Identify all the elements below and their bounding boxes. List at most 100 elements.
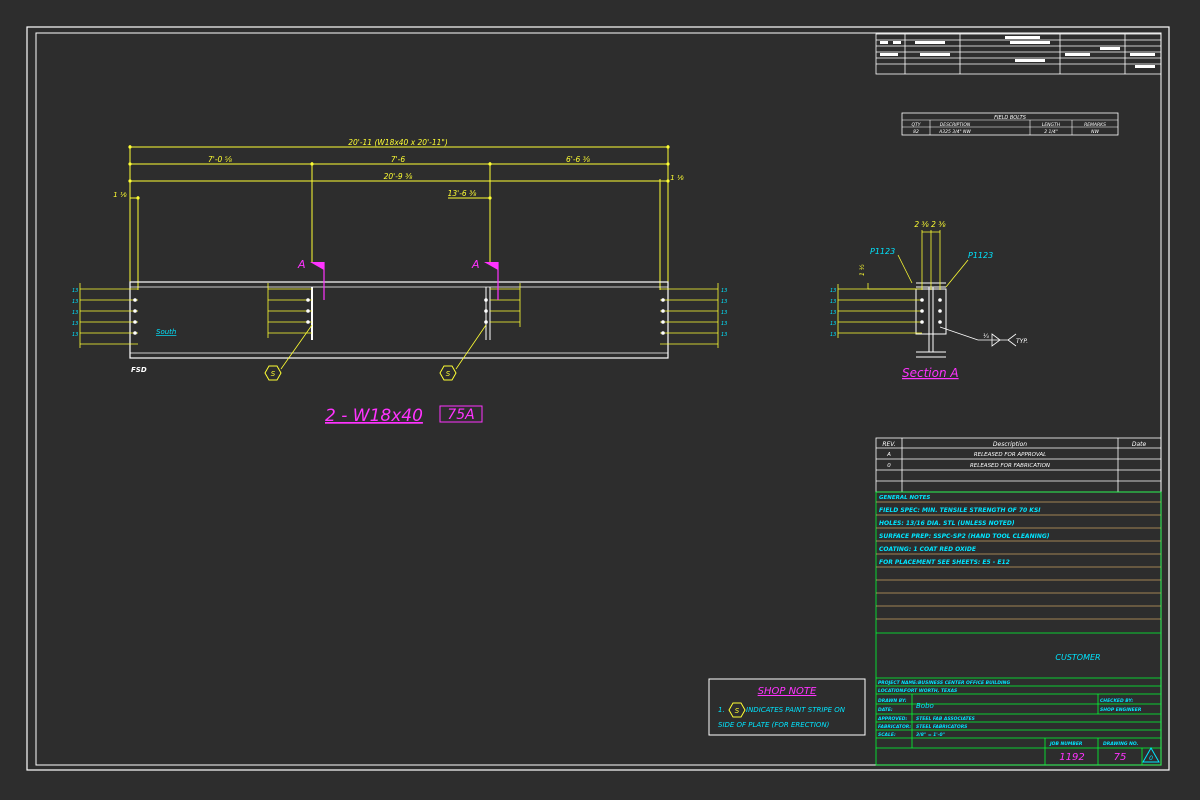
shop-note-number: 1.: [718, 706, 725, 714]
section-a-hole-tags: 13 13 13 13 13: [830, 288, 836, 338]
fabricator-label: FABRICATOR:: [878, 724, 911, 730]
section-a-holes: [920, 298, 942, 324]
svg-text:13: 13: [830, 288, 836, 294]
customer: CUSTOMER: [1055, 653, 1100, 662]
weld-size: ¹⁄₄: [983, 333, 989, 340]
south-label: South: [156, 328, 176, 336]
svg-text:13: 13: [830, 321, 836, 327]
paint-mark-2: S: [439, 324, 487, 381]
hole-tags-right: 13 13 13 13 13: [721, 288, 727, 338]
shop-note-mark: S: [735, 707, 740, 715]
rev-triangle: 0: [1142, 746, 1160, 763]
rev-h-rev: REV.: [882, 441, 895, 448]
weld-symbol: [939, 326, 1017, 347]
section-dim-side: 1 ¹⁄₂: [859, 264, 866, 276]
section-cut-2: A: [471, 258, 499, 300]
project-name: BUSINESS CENTER OFFICE BUILDING: [918, 680, 1010, 686]
fb-r-len: 2 1/4": [1044, 129, 1058, 135]
sheet-number: 75: [1114, 752, 1127, 763]
dim-right-segment: 6'-6 ³⁄₈: [566, 155, 590, 164]
svg-text:S: S: [446, 370, 451, 378]
hole-tags-left: 13 13 13 13 13: [72, 288, 78, 338]
svg-text:13: 13: [830, 332, 836, 338]
approved-label: APPROVED:: [877, 716, 908, 722]
header-table: [875, 33, 1162, 75]
dim-overall: 20'-11 (W18x40 x 20'-11"): [348, 138, 448, 147]
rev-h-desc: Description: [993, 441, 1027, 448]
svg-text:13: 13: [72, 321, 78, 327]
scale-label: SCALE:: [878, 732, 896, 738]
sheet-label: DRAWING NO.: [1103, 741, 1139, 747]
svg-text:13: 13: [721, 310, 727, 316]
svg-text:13: 13: [72, 310, 78, 316]
general-note-3: SURFACE PREP: SSPC-SP2 (HAND TOOL CLEANI…: [879, 533, 1050, 540]
fb-r-qty: 82: [913, 129, 919, 135]
hole-leaders: [79, 283, 719, 348]
field-bolts-table: FIELD BOLTS QTY DESCRIPTION LENGTH REMAR…: [901, 112, 1119, 136]
approved: STEEL FAB ASSOCIATES: [916, 716, 975, 722]
member-title: 2 - W18x40: [325, 406, 423, 426]
general-note-4: COATING: 1 COAT RED OXIDE: [879, 546, 977, 553]
date-label: DATE:: [878, 707, 893, 713]
dim-right-offset: 1 ¹⁄₈: [670, 174, 684, 182]
svg-text:13: 13: [721, 321, 727, 327]
rev-h-date: Date: [1132, 441, 1147, 448]
member-mark: 75A: [447, 407, 474, 423]
section-plate-right: P1123: [968, 251, 993, 260]
section-a-label: Section A: [902, 366, 959, 380]
dim-left-segment: 7'-0 ⁵⁄₈: [208, 155, 232, 164]
svg-text:A: A: [471, 258, 480, 271]
field-bolts-title: FIELD BOLTS: [994, 115, 1027, 121]
fb-r-desc: A325 3/4" NW: [938, 129, 971, 135]
svg-text:13: 13: [72, 332, 78, 338]
drawn-by: Bobo: [916, 702, 934, 710]
svg-text:A: A: [297, 258, 306, 271]
rev-row2-desc: RELEASED FOR FABRICATION: [970, 463, 1050, 469]
drawn-label: DRAWN BY:: [878, 698, 907, 704]
job-label: JOB NUMBER: [1049, 741, 1083, 747]
section-cut-1: A: [297, 258, 325, 300]
general-note-5: FOR PLACEMENT SEE SHEETS: E5 - E12: [879, 559, 1010, 566]
fb-h-len: LENGTH: [1042, 122, 1061, 128]
project-label: PROJECT NAME:: [878, 680, 918, 686]
svg-text:13: 13: [830, 299, 836, 305]
rev-row1-desc: RELEASED FOR APPROVAL: [974, 452, 1046, 458]
weld-note: TYP.: [1016, 338, 1028, 345]
section-a-dims: [837, 230, 969, 338]
shop-note-line2: SIDE OF PLATE (FOR ERECTION): [718, 721, 830, 729]
dim-inner-length: 20'-9 ³⁄₈: [384, 172, 413, 181]
checked-label: CHECKED BY:: [1100, 698, 1133, 704]
shop-note-mark-shape: [728, 702, 746, 718]
beam-elevation: [129, 281, 669, 359]
fb-r-rem: NW: [1091, 129, 1099, 135]
bolt-holes: [133, 298, 665, 335]
fb-h-desc: DESCRIPTION: [940, 122, 971, 128]
paint-mark-1: S: [264, 324, 313, 381]
shop-note-line1: INDICATES PAINT STRIPE ON: [746, 706, 846, 714]
svg-text:13: 13: [72, 288, 78, 294]
general-note-2: HOLES: 13/16 DIA. STL (UNLESS NOTED): [879, 520, 1015, 527]
svg-text:13: 13: [72, 299, 78, 305]
outer-border: [26, 26, 1170, 771]
location-label: LOCATION:: [878, 688, 905, 694]
svg-text:13: 13: [721, 288, 727, 294]
dimension-ticks: [128, 145, 670, 200]
dim-left-offset: 1 ¹⁄₈: [113, 191, 127, 199]
shop-note-box: [708, 678, 866, 736]
dim-stiffener-loc: 13'-6 ³⁄₈: [448, 189, 477, 198]
general-notes-title: GENERAL NOTES: [879, 495, 930, 501]
end-mark: FSD: [131, 366, 147, 374]
dim-mid-segment: 7'-6: [391, 155, 406, 164]
svg-text:13: 13: [830, 310, 836, 316]
section-a-view: [915, 282, 947, 358]
checked-by: SHOP ENGINEER: [1100, 707, 1142, 713]
svg-text:S: S: [271, 370, 276, 378]
general-note-1: FIELD SPEC: MIN. TENSILE STRENGTH OF 70 …: [879, 507, 1041, 514]
svg-text:13: 13: [721, 299, 727, 305]
fb-h-rem: REMARKS: [1084, 122, 1106, 128]
svg-text:0: 0: [1149, 755, 1153, 762]
dimension-lines: [129, 145, 669, 290]
header-table-fills: [880, 36, 1155, 68]
title-block-lines: [876, 632, 1161, 765]
